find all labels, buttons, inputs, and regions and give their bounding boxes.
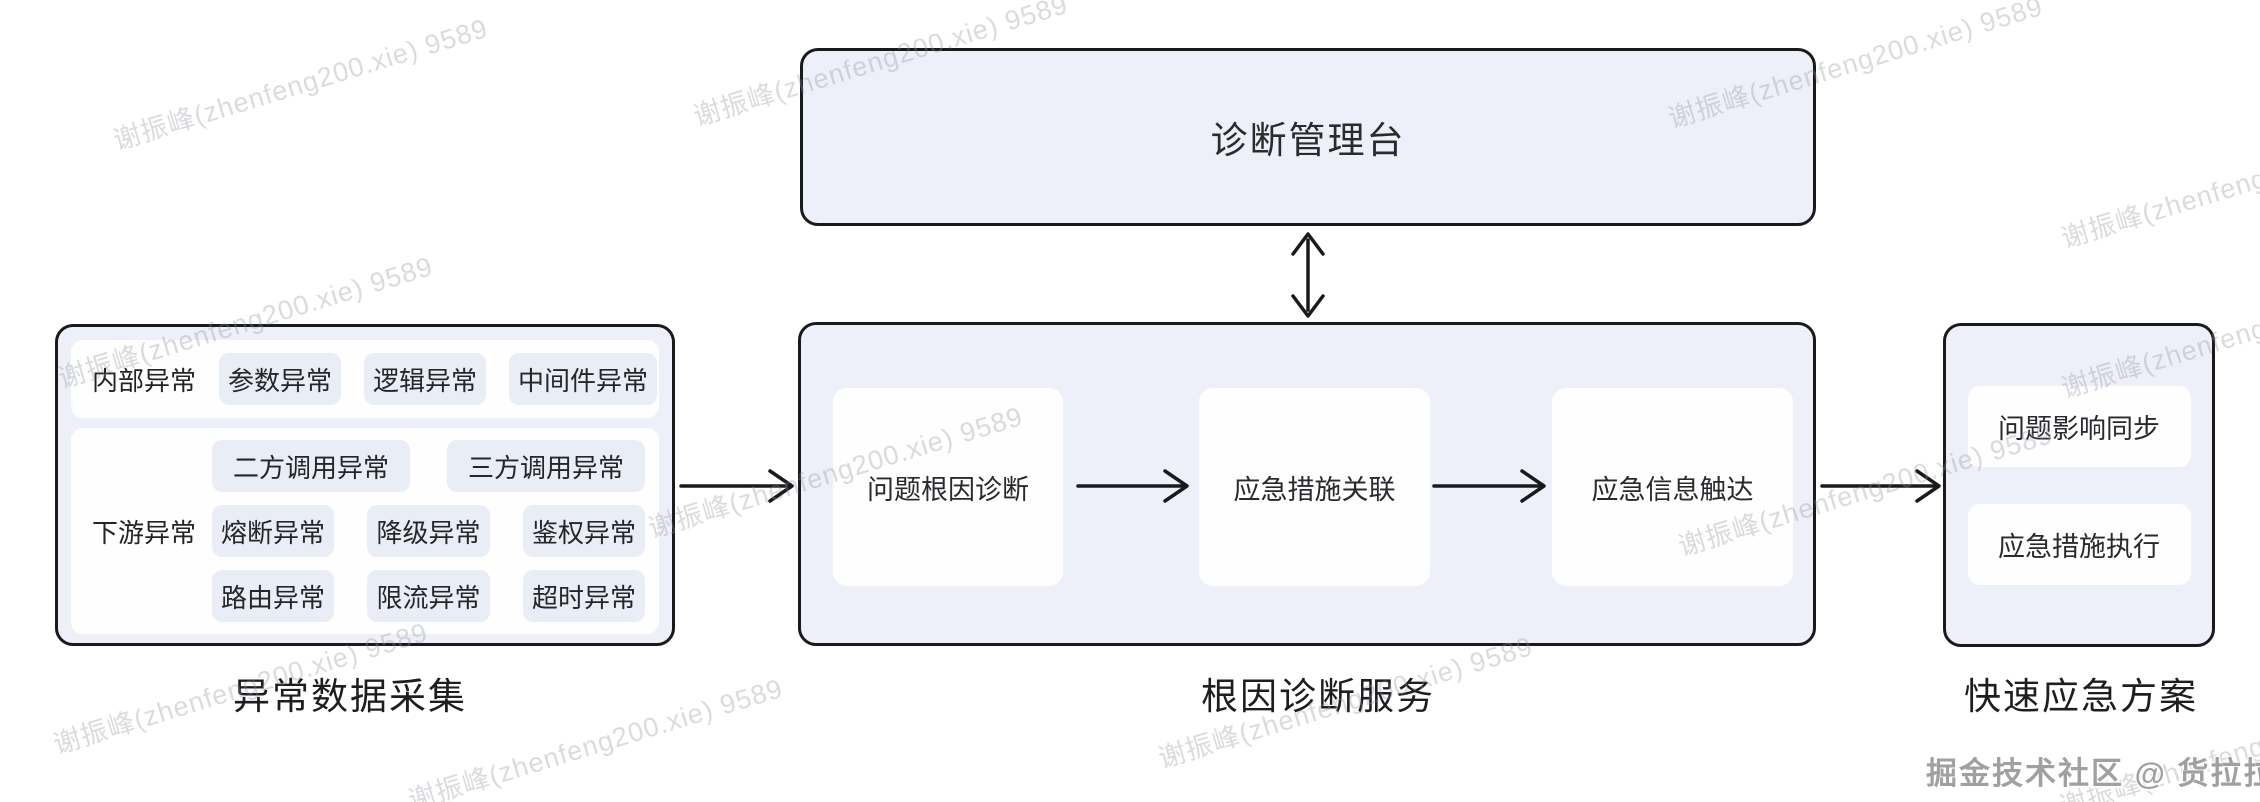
item-measure-execution: 应急措施执行 [1967,503,2191,585]
console-title: 诊断管理台 [1210,120,1406,161]
console-box: 诊断管理台 [800,48,1816,226]
tag-ratelimit-exception: 限流异常 [367,570,490,622]
group-label-downstream: 下游异常 [92,517,197,548]
tag-timeout-exception: 超时异常 [522,570,645,622]
tag-circuit-break-exception: 熔断异常 [212,505,335,557]
tag-middleware-exception: 中间件异常 [509,353,658,405]
step-root-cause-diagnosis: 问题根因诊断 [833,388,1063,586]
arrow-collection-to-diagnosis [679,469,794,503]
watermark: 谢振峰(zhenfeng200.xie) 9589 [2058,111,2260,254]
tag-row-2: 熔断异常 降级异常 鉴权异常 [212,505,645,557]
watermark: 谢振峰(zhenfeng200.xie) 9589 [110,13,492,156]
tag-param-exception: 参数异常 [219,353,342,405]
step-measure-association: 应急措施关联 [1199,388,1430,586]
attribution-text: 掘金技术社区 @ 货拉拉技术 [1926,756,2260,791]
tag-logic-exception: 逻辑异常 [364,353,487,405]
tag-second-party-call-exception: 二方调用异常 [212,440,411,492]
caption-emergency: 快速应急方案 [1964,676,2198,717]
tag-degrade-exception: 降级异常 [367,505,490,557]
internal-exception-group: 内部异常 参数异常 逻辑异常 中间件异常 [71,340,659,418]
downstream-exception-group: 下游异常 二方调用异常 三方调用异常 熔断异常 降级异常 鉴权异常 路由异常 限… [71,428,659,634]
diagnosis-box: 问题根因诊断 应急措施关联 应急信息触达 [798,322,1816,646]
caption-diagnosis: 根因诊断服务 [1201,676,1435,717]
collection-box: 内部异常 参数异常 逻辑异常 中间件异常 下游异常 二方调用异常 三方调用异常 … [55,324,675,646]
tag-row-3: 路由异常 限流异常 超时异常 [212,570,645,622]
arrow-console-diagnosis-bidirectional [1291,232,1325,318]
group-label-internal: 内部异常 [92,365,197,396]
step-info-notification: 应急信息触达 [1552,388,1793,586]
downstream-tag-grid: 二方调用异常 三方调用异常 熔断异常 降级异常 鉴权异常 路由异常 限流异常 超… [212,440,645,622]
tag-auth-exception: 鉴权异常 [522,505,645,557]
tag-row-1: 二方调用异常 三方调用异常 [212,440,645,492]
emergency-box: 问题影响同步 应急措施执行 [1943,323,2215,647]
tag-route-exception: 路由异常 [212,570,335,622]
group-label-column: 下游异常 [92,513,212,550]
caption-collection: 异常数据采集 [233,676,467,717]
arrow-diagnosis-to-emergency [1820,469,1941,503]
tag-third-party-call-exception: 三方调用异常 [446,440,645,492]
item-impact-sync: 问题影响同步 [1967,385,2191,467]
